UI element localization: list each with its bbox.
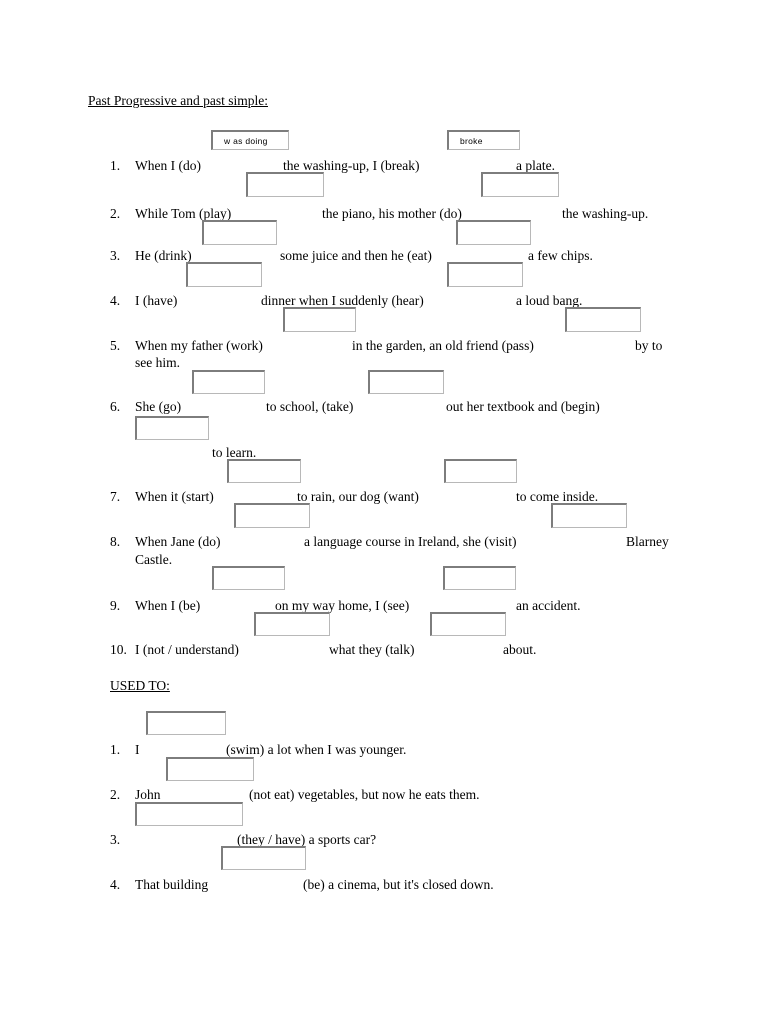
past-progressive-item-5-answer-box-2[interactable]	[368, 370, 444, 394]
past-progressive-item-2-answer-box-2[interactable]	[456, 220, 531, 245]
answer-box-was-doing[interactable]: w as doing	[211, 130, 289, 150]
past-progressive-item-8-text-3: Blarney	[626, 534, 669, 549]
past-progressive-item-9-text-3: an accident.	[516, 598, 581, 613]
past-progressive-item-number-7: 7.	[110, 489, 121, 504]
past-progressive-item-2-text-3: the washing-up.	[562, 206, 649, 221]
past-progressive-item-4-answer-box-2[interactable]	[565, 307, 641, 332]
past-progressive-item-10-text-3: about.	[503, 642, 537, 657]
past-progressive-item-number-1: 1.	[110, 158, 121, 173]
past-progressive-item-1-answer-box-2[interactable]	[481, 172, 559, 197]
past-progressive-item-9-text-1: When I (be)	[135, 598, 201, 613]
past-progressive-item-1-answer-box-1[interactable]	[246, 172, 324, 197]
past-progressive-item-4-answer-box-1[interactable]	[283, 307, 356, 332]
past-progressive-item-3-answer-box-2[interactable]	[447, 262, 523, 287]
past-progressive-item-6-text-4: to learn.	[212, 445, 257, 460]
past-progressive-item-10-text-2: what they (talk)	[329, 642, 415, 657]
past-progressive-item-7-text-3: to come inside.	[516, 489, 599, 504]
past-progressive-item-8-answer-box-1[interactable]	[212, 566, 285, 590]
past-progressive-item-5-text-2: in the garden, an old friend (pass)	[352, 338, 534, 353]
used-to-item-number-4: 4.	[110, 877, 121, 892]
past-progressive-item-7-answer-box-2[interactable]	[551, 503, 627, 528]
past-progressive-item-number-9: 9.	[110, 598, 121, 613]
past-progressive-item-6-answer-box-3[interactable]	[444, 459, 517, 483]
past-progressive-item-number-10: 10.	[110, 642, 127, 657]
past-progressive-item-4-text-1: I (have)	[135, 293, 178, 308]
used-to-item-3-answer-box-1[interactable]	[221, 846, 306, 870]
past-progressive-item-2-answer-box-1[interactable]	[202, 220, 277, 245]
past-progressive-item-4-text-2: dinner when I suddenly (hear)	[261, 293, 424, 308]
past-progressive-item-7-text-2: to rain, our dog (want)	[297, 489, 419, 504]
section-heading-past-progressive: Past Progressive and past simple:	[88, 93, 268, 108]
past-progressive-item-3-answer-box-1[interactable]	[186, 262, 262, 287]
past-progressive-item-2-text-1: While Tom (play)	[135, 206, 232, 221]
used-to-item-number-3: 3.	[110, 832, 121, 847]
past-progressive-item-number-4: 4.	[110, 293, 121, 308]
used-to-item-1-text-1: I	[135, 742, 140, 757]
past-progressive-item-10-text-1: I (not / understand)	[135, 642, 239, 657]
past-progressive-item-number-8: 8.	[110, 534, 121, 549]
past-progressive-item-6-text-2: to school, (take)	[266, 399, 354, 414]
past-progressive-item-8-text-4: Castle.	[135, 552, 173, 567]
past-progressive-item-5-answer-box-1[interactable]	[192, 370, 265, 394]
past-progressive-item-6-answer-box-2[interactable]	[227, 459, 301, 483]
past-progressive-item-1-text-3: a plate.	[516, 158, 555, 173]
past-progressive-item-2-text-2: the piano, his mother (do)	[322, 206, 462, 221]
used-to-item-4-text-2: (be) a cinema, but it's closed down.	[303, 877, 494, 892]
past-progressive-item-8-text-1: When Jane (do)	[135, 534, 221, 549]
past-progressive-item-1-text-1: When I (do)	[135, 158, 201, 173]
past-progressive-item-number-5: 5.	[110, 338, 121, 353]
section-heading-used-to: USED TO:	[110, 678, 170, 693]
used-to-item-2-answer-box-1[interactable]	[135, 802, 243, 826]
past-progressive-item-9-answer-box-1[interactable]	[254, 612, 330, 636]
past-progressive-item-3-text-3: a few chips.	[528, 248, 593, 263]
past-progressive-item-number-6: 6.	[110, 399, 121, 414]
past-progressive-item-9-text-2: on my way home, I (see)	[275, 598, 410, 613]
used-to-item-2-text-1: John	[135, 787, 161, 802]
used-to-item-3-text-1: (they / have) a sports car?	[237, 832, 377, 847]
past-progressive-item-5-text-1: When my father (work)	[135, 338, 263, 353]
past-progressive-item-1-text-2: the washing-up, I (break)	[283, 158, 420, 173]
past-progressive-item-3-text-2: some juice and then he (eat)	[280, 248, 432, 263]
used-to-item-number-2: 2.	[110, 787, 121, 802]
past-progressive-item-number-3: 3.	[110, 248, 121, 263]
past-progressive-item-7-text-1: When it (start)	[135, 489, 214, 504]
past-progressive-item-number-2: 2.	[110, 206, 121, 221]
used-to-item-1-answer-box-above-1[interactable]	[146, 711, 226, 735]
past-progressive-item-8-text-2: a language course in Ireland, she (visit…	[304, 534, 517, 549]
past-progressive-item-6-text-1: She (go)	[135, 399, 182, 414]
past-progressive-item-5-text-3: by to	[635, 338, 663, 353]
answer-box-broke[interactable]: broke	[447, 130, 520, 150]
used-to-item-4-text-1: That building	[135, 877, 209, 892]
used-to-item-1-answer-box-1[interactable]	[166, 757, 254, 781]
past-progressive-item-9-answer-box-2[interactable]	[430, 612, 506, 636]
past-progressive-item-3-text-1: He (drink)	[135, 248, 192, 263]
used-to-item-number-1: 1.	[110, 742, 121, 757]
past-progressive-item-8-answer-box-2[interactable]	[443, 566, 516, 590]
past-progressive-item-6-answer-box-1[interactable]	[135, 416, 209, 440]
past-progressive-item-5-text-4: see him.	[135, 355, 180, 370]
used-to-item-2-text-2: (not eat) vegetables, but now he eats th…	[249, 787, 480, 802]
past-progressive-item-6-text-3: out her textbook and (begin)	[446, 399, 600, 414]
used-to-item-1-text-2: (swim) a lot when I was younger.	[226, 742, 407, 757]
past-progressive-item-7-answer-box-1[interactable]	[234, 503, 310, 528]
past-progressive-item-4-text-3: a loud bang.	[516, 293, 583, 308]
